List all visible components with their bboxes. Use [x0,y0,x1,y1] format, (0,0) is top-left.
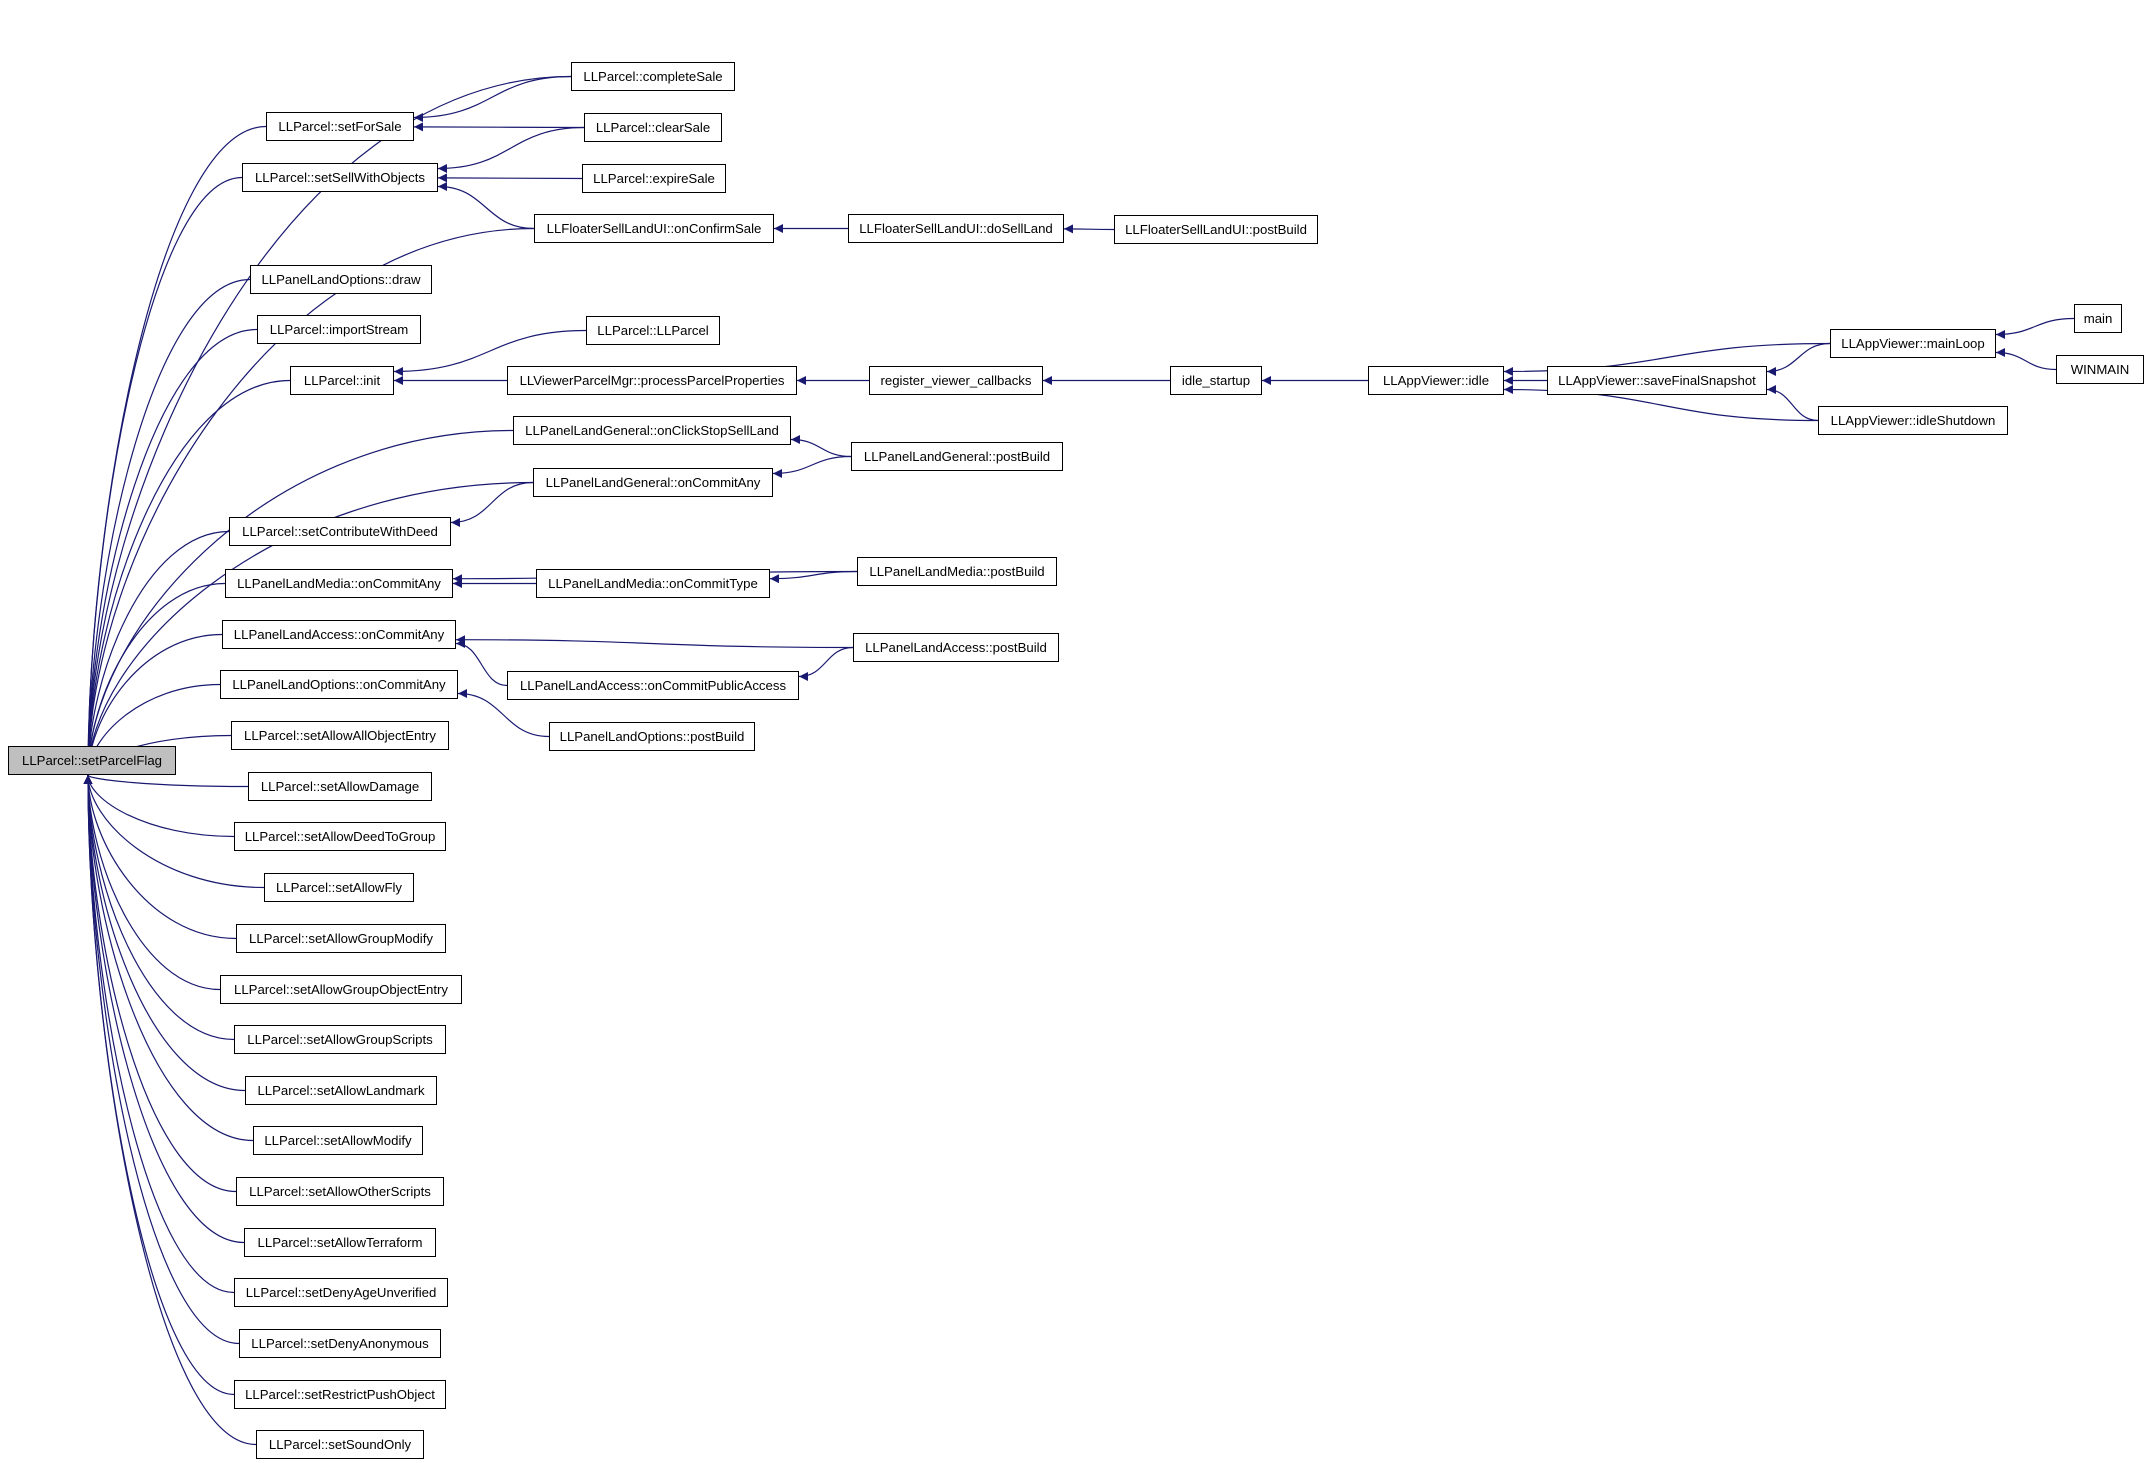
node-plm-post-build[interactable]: LLPanelLandMedia::postBuild [857,557,1057,586]
node-set-allow-group-modify[interactable]: LLParcel::setAllowGroupModify [236,924,446,953]
node-set-deny-anonymous[interactable]: LLParcel::setDenyAnonymous [239,1329,441,1358]
node-appviewer-idle[interactable]: LLAppViewer::idle [1368,366,1504,395]
edge-fslu-post-build-to-do-sell-land [1063,224,1115,234]
edge-plo-post-build-to-plo-on-commit-any [457,689,550,738]
edge-plm-on-commit-any-to-set-parcel-flag [83,582,226,776]
edge-main-loop-to-save-final-snapshot [1766,342,1831,376]
node-plg-post-build[interactable]: LLPanelLandGeneral::postBuild [851,442,1063,471]
edge-idle-shutdown-to-save-final-snapshot [1766,385,1819,422]
node-pla-post-build[interactable]: LLPanelLandAccess::postBuild [853,633,1059,662]
node-set-contribute-with-deed[interactable]: LLParcel::setContributeWithDeed [229,517,451,546]
edge-complete-sale-to-set-for-sale [413,75,572,122]
node-main-loop[interactable]: LLAppViewer::mainLoop [1830,329,1996,358]
edge-llparcel-ctor-to-init [393,329,587,376]
node-idle-startup[interactable]: idle_startup [1170,366,1262,395]
node-fslu-post-build[interactable]: LLFloaterSellLandUI::postBuild [1114,215,1318,244]
edge-complete-sale-to-set-parcel-flag [83,75,572,776]
node-set-allow-group-object-entry[interactable]: LLParcel::setAllowGroupObjectEntry [220,975,462,1004]
node-set-for-sale[interactable]: LLParcel::setForSale [266,112,414,141]
edge-on-confirm-sale-to-set-sell-with-objects [437,182,535,230]
edge-set-restrict-push-object-to-set-parcel-flag [83,774,235,1396]
edge-set-sound-only-to-set-parcel-flag [83,774,257,1446]
edge-set-allow-damage-to-set-parcel-flag [83,774,249,788]
node-on-confirm-sale[interactable]: LLFloaterSellLandUI::onConfirmSale [534,214,774,243]
edge-init-to-set-parcel-flag [83,379,291,776]
node-pla-on-commit-any[interactable]: LLPanelLandAccess::onCommitAny [222,620,456,649]
edge-set-allow-deed-to-group-to-set-parcel-flag [83,774,235,838]
edge-plg-on-commit-any-to-set-contribute-with-deed [450,481,534,527]
edge-set-allow-landmark-to-set-parcel-flag [83,774,246,1092]
node-set-allow-other-scripts[interactable]: LLParcel::setAllowOtherScripts [236,1177,444,1206]
node-set-allow-group-scripts[interactable]: LLParcel::setAllowGroupScripts [234,1025,446,1054]
node-set-allow-landmark[interactable]: LLParcel::setAllowLandmark [245,1076,437,1105]
edge-pla-post-build-to-pla-on-commit-any [455,635,854,649]
edge-pla-post-build-to-pla-on-commit-public-access [798,646,854,681]
node-plo-on-commit-any[interactable]: LLPanelLandOptions::onCommitAny [220,670,458,699]
edge-plg-post-build-to-plg-on-commit-any [772,455,852,478]
node-register-viewer-callbacks[interactable]: register_viewer_callbacks [869,366,1043,395]
node-plo-draw[interactable]: LLPanelLandOptions::draw [250,265,432,294]
node-set-allow-fly[interactable]: LLParcel::setAllowFly [264,873,414,902]
edge-set-deny-anonymous-to-set-parcel-flag [83,774,240,1345]
node-winmain[interactable]: WINMAIN [2056,355,2144,384]
node-set-sound-only[interactable]: LLParcel::setSoundOnly [256,1430,424,1459]
edge-set-allow-modify-to-set-parcel-flag [83,774,254,1142]
node-set-allow-deed-to-group[interactable]: LLParcel::setAllowDeedToGroup [234,822,446,851]
edge-set-allow-group-modify-to-set-parcel-flag [83,774,237,940]
edge-pla-on-commit-public-access-to-pla-on-commit-any [455,639,508,687]
node-llparcel-ctor[interactable]: LLParcel::LLParcel [586,316,720,345]
edge-set-allow-group-object-entry-to-set-parcel-flag [83,774,221,991]
edge-on-confirm-sale-to-set-parcel-flag [83,227,535,776]
edge-expire-sale-to-set-sell-with-objects [437,173,583,183]
node-save-final-snapshot[interactable]: LLAppViewer::saveFinalSnapshot [1547,366,1767,395]
edge-plo-draw-to-set-parcel-flag [83,278,251,776]
node-do-sell-land[interactable]: LLFloaterSellLandUI::doSellLand [848,214,1064,243]
node-plm-on-commit-any[interactable]: LLPanelLandMedia::onCommitAny [225,569,453,598]
node-complete-sale[interactable]: LLParcel::completeSale [571,62,735,91]
edge-winmain-to-main-loop [1995,348,2057,371]
node-set-parcel-flag[interactable]: LLParcel::setParcelFlag [8,746,176,775]
node-on-click-stop-sell-land[interactable]: LLPanelLandGeneral::onClickStopSellLand [513,416,791,445]
node-init[interactable]: LLParcel::init [290,366,394,395]
node-process-parcel-properties[interactable]: LLViewerParcelMgr::processParcelProperti… [507,366,797,395]
node-set-deny-age-unverified[interactable]: LLParcel::setDenyAgeUnverified [234,1278,448,1307]
node-clear-sale[interactable]: LLParcel::clearSale [584,113,722,142]
node-set-sell-with-objects[interactable]: LLParcel::setSellWithObjects [242,163,438,192]
node-expire-sale[interactable]: LLParcel::expireSale [582,164,726,193]
node-set-allow-damage[interactable]: LLParcel::setAllowDamage [248,772,432,801]
edge-set-allow-terraform-to-set-parcel-flag [83,774,245,1244]
edge-plg-post-build-to-on-click-stop-sell-land [790,435,852,458]
edge-set-allow-fly-to-set-parcel-flag [83,774,265,889]
edge-import-stream-to-set-parcel-flag [83,328,258,776]
edge-plm-post-build-to-plm-on-commit-type [769,570,858,584]
edge-set-contribute-with-deed-to-set-parcel-flag [83,530,230,776]
node-plo-post-build[interactable]: LLPanelLandOptions::postBuild [549,722,755,751]
edge-main-to-main-loop [1995,317,2075,339]
node-plg-on-commit-any[interactable]: LLPanelLandGeneral::onCommitAny [533,468,773,497]
node-plm-on-commit-type[interactable]: LLPanelLandMedia::onCommitType [536,569,770,598]
node-set-restrict-push-object[interactable]: LLParcel::setRestrictPushObject [234,1380,446,1409]
node-import-stream[interactable]: LLParcel::importStream [257,315,421,344]
edge-clear-sale-to-set-for-sale [413,122,585,132]
node-set-allow-all-object-entry[interactable]: LLParcel::setAllowAllObjectEntry [231,721,449,750]
edge-set-allow-group-scripts-to-set-parcel-flag [83,774,235,1041]
node-main[interactable]: main [2074,304,2122,333]
edge-set-sell-with-objects-to-set-parcel-flag [83,176,243,776]
node-set-allow-terraform[interactable]: LLParcel::setAllowTerraform [244,1228,436,1257]
node-pla-on-commit-public-access[interactable]: LLPanelLandAccess::onCommitPublicAccess [507,671,799,700]
node-idle-shutdown[interactable]: LLAppViewer::idleShutdown [1818,406,2008,435]
edge-clear-sale-to-set-sell-with-objects [437,126,585,173]
node-set-allow-modify[interactable]: LLParcel::setAllowModify [253,1126,423,1155]
